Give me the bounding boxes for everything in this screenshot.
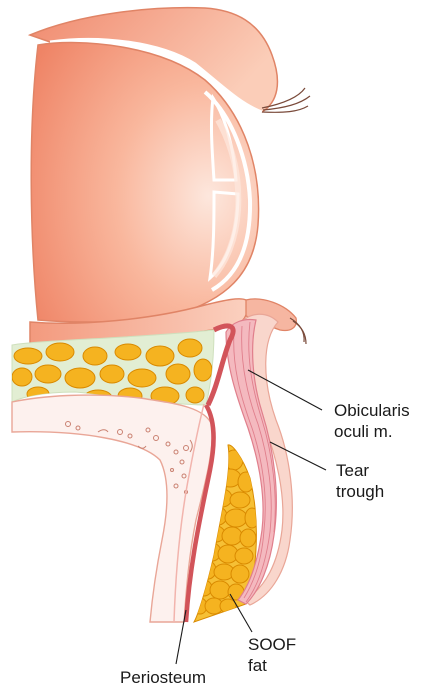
- soof-label-line2: fat: [248, 656, 267, 675]
- orbicularis-label-line2: oculi m.: [334, 422, 393, 441]
- orbicularis-label-line1: Obicularis: [334, 401, 410, 420]
- periosteum-label: Periosteum: [120, 668, 206, 687]
- maxilla-bone: [12, 395, 213, 622]
- tear-trough-label-line2: trough: [336, 482, 384, 501]
- tear-trough-label-line1: Tear: [336, 461, 369, 480]
- soof-label-line1: SOOF: [248, 635, 296, 654]
